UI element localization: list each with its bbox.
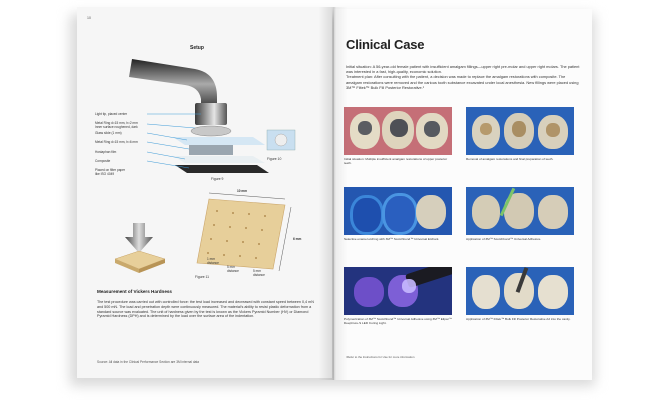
clinical-photo-6 (466, 267, 574, 315)
amalgam-filling (390, 119, 408, 137)
indenter-sample-side2 (139, 259, 165, 273)
clinical-photo-2 (466, 107, 574, 155)
indenter-sample-side (115, 259, 139, 273)
label-glass-slide: Glass slide (1 mm) (95, 131, 122, 135)
footnote: ¹Refer to the Instructions for Use for m… (346, 355, 415, 359)
metal-ring-bottom (189, 145, 233, 155)
caption-6: Application of 3M™ Filtek™ Bulk Fill Pos… (466, 317, 571, 321)
clinical-photo-5 (344, 267, 452, 315)
figure-9-caption: Figure 9 (211, 177, 224, 181)
left-page: 10 Setup (77, 7, 332, 378)
dim-5mm-b-b: distance (253, 273, 265, 277)
label-light-tip: Light tip, placed center (95, 112, 128, 116)
leader-lines (146, 113, 201, 169)
page-title: Clinical Case (346, 37, 425, 52)
label-hostaphan: Hostaphan film (95, 150, 117, 154)
intro-initial: Initial situation: A 56-year-old female … (346, 64, 580, 75)
dim-1mm: 1 mm (207, 257, 215, 261)
tooth (472, 195, 500, 229)
caption-3: Selective enamel etching with 3M™ Scotch… (344, 237, 440, 241)
etched-tooth (382, 193, 418, 235)
restored-tooth (538, 275, 568, 309)
dim-5mm-b: 5 mm (253, 269, 261, 273)
dim-5mm-a-b: distance (227, 269, 239, 273)
filter-paper (175, 165, 269, 173)
hostaphan-film (173, 156, 265, 163)
intro-treatment: Treatment plan: After consulting with th… (346, 74, 579, 90)
caption-2: Removal of amalgam restorations and fina… (466, 157, 554, 161)
tooth-under-light (354, 277, 384, 307)
label-inner-surface: Inner surface roughened, dark (95, 125, 138, 129)
setup-diagram (114, 59, 296, 273)
clinical-photo-4 (466, 187, 574, 235)
cavity (546, 123, 560, 137)
right-page: Clinical Case Initial situation: A 56-ye… (334, 9, 592, 380)
metal-ring-top (190, 125, 232, 137)
glass-slide (173, 137, 265, 145)
dim-5mm-a: 5 mm (227, 265, 235, 269)
dim-height: 6 mm (293, 237, 302, 241)
amalgam-filling (358, 121, 372, 135)
clinical-photo-1 (344, 107, 452, 155)
source-note: Source: All data in the Clinical Perform… (97, 360, 200, 364)
label-filter-paper: Placed on filter paper (95, 168, 126, 172)
height-dimension (278, 206, 292, 272)
label-metal-ring-1: Metal Ring d=15 mm, h=2 mm (95, 121, 138, 125)
blue-light-spot (402, 279, 416, 293)
restored-tooth (472, 275, 500, 309)
spine-gutter (318, 7, 348, 380)
tooth (416, 195, 446, 229)
amalgam-filling (424, 121, 440, 137)
caption-5: Polymerization of 3M™ Scotchbond™ Univer… (344, 317, 452, 325)
figure-10-caption: Figure 10 (267, 157, 282, 161)
cavity (512, 121, 526, 137)
figure-10-ring (274, 133, 288, 147)
label-composite: Composite (95, 159, 111, 163)
intro-text: Initial situation: A 56-year-old female … (346, 64, 582, 90)
light-tip (195, 103, 227, 125)
vickers-paragraph: The test procedure was carried out with … (97, 300, 314, 319)
vickers-heading: Measurement of Vickers Hardness (97, 289, 172, 294)
dim-width: 10 mm (237, 189, 248, 193)
caption-1: Initial situation: Multiple insufficient… (344, 157, 448, 165)
cavity (480, 123, 492, 135)
setup-title: Setup (190, 45, 204, 51)
figure-11-caption: Figure 11 (195, 275, 210, 279)
indentation-grid (207, 210, 266, 259)
light-guide (129, 59, 217, 109)
width-dimension (208, 192, 286, 200)
label-metal-ring-2: Metal Ring d=15 mm, h=6 mm (95, 140, 138, 144)
sample-plate (196, 198, 286, 270)
page-number: 10 (87, 16, 91, 20)
indenter-sample (114, 250, 166, 270)
etched-tooth (350, 195, 384, 235)
label-iso: like ISO 4049 (95, 172, 115, 176)
caption-4: Application of 3M™ Scotchbond™ Universal… (466, 237, 542, 241)
indenter-arrow (125, 223, 153, 253)
clinical-photo-3 (344, 187, 452, 235)
tooth (538, 195, 568, 229)
dim-1mm-b: distance (207, 261, 219, 265)
